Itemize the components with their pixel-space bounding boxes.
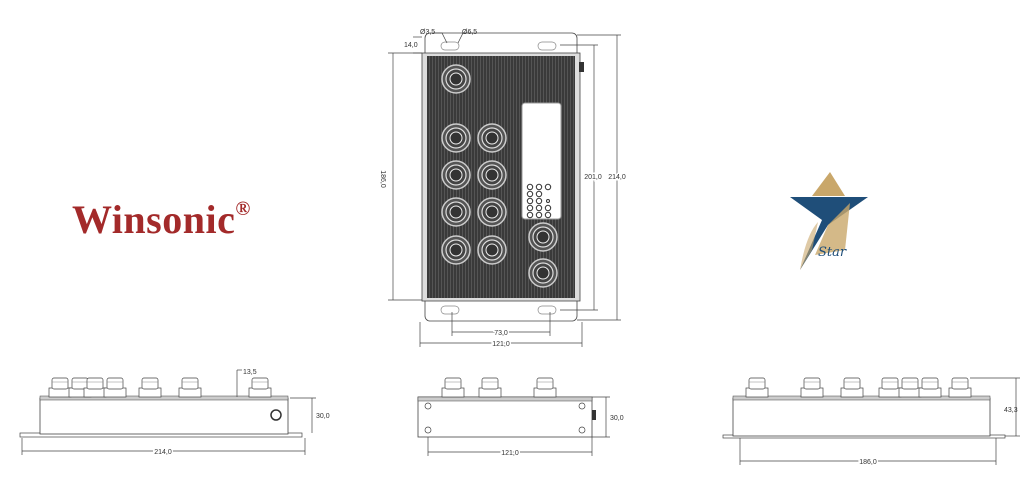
dim-hole-large: Ø6,5 [462,29,477,36]
side-connector [103,377,127,398]
led [535,197,543,205]
dim-hole-spacing-horizontal: 73,0 [494,330,508,337]
logo-text: Winsonic [72,197,236,242]
dim-hole-spacing-vertical: 201,0 [584,174,602,181]
side-connector [878,377,902,398]
connector [528,258,558,288]
led [544,204,552,212]
side-connector [840,377,864,398]
side-connector [800,377,824,398]
side-connector [948,377,972,398]
connector [528,222,558,252]
winsonic-logo: Winsonic® [72,196,251,243]
side-connector [533,377,557,398]
dim-body-height: 186,0 [379,170,386,188]
dim-width: 121,0 [492,341,510,348]
status-leds [526,183,552,219]
side-view-right: 43,3 186,0 [722,377,1020,468]
dim-total-height: 43,3 [1004,407,1018,414]
side-connector [745,377,769,398]
led-panel [521,102,562,220]
dim-height: 30,0 [316,413,330,420]
side-connector [478,377,502,398]
dim-width: 121,0 [501,450,519,457]
side-connector [178,377,202,398]
dim-connector-height: 13,5 [243,369,257,376]
connector [477,235,507,265]
led [544,211,552,219]
led [535,204,543,212]
dim-length: 186,0 [859,459,877,466]
dim-total-height: 214,0 [608,174,626,181]
led [526,204,534,212]
connector [441,123,471,153]
side-connector [441,377,465,398]
connector [477,197,507,227]
registered-mark: ® [235,198,251,220]
m12-connectors [441,64,558,288]
dim-hole-small: Ø3,5 [420,29,435,36]
dim-height: 30,0 [610,415,624,422]
ground-screw [579,62,584,72]
side-view-left: 30,0 214,0 13,5 [19,369,330,458]
side-connector [83,377,107,398]
connector [441,160,471,190]
side-connector [898,377,922,398]
connector [441,235,471,265]
led [546,199,550,203]
side-connector [138,377,162,398]
led [544,183,552,191]
side-connector [918,377,942,398]
7star-logo: Star [790,172,868,270]
led [526,211,534,219]
dim-flange: 14,0 [404,42,418,49]
side-connector [48,377,72,398]
mounting-holes [440,41,557,315]
led [526,190,534,198]
connector [441,64,471,94]
led [526,197,534,205]
led [535,190,543,198]
connector [477,123,507,153]
side-view-middle: 30,0 121,0 [417,377,624,459]
led [535,183,543,191]
top-view: 186,0 201,0 214,0 73,0 121,0 14,0 Ø3,5 Ø… [379,29,627,350]
led [535,211,543,219]
side-connector [248,377,272,398]
led [526,183,534,191]
dim-length: 214,0 [154,449,172,456]
connector [441,197,471,227]
logo-text: Star [818,245,847,260]
connector [477,160,507,190]
